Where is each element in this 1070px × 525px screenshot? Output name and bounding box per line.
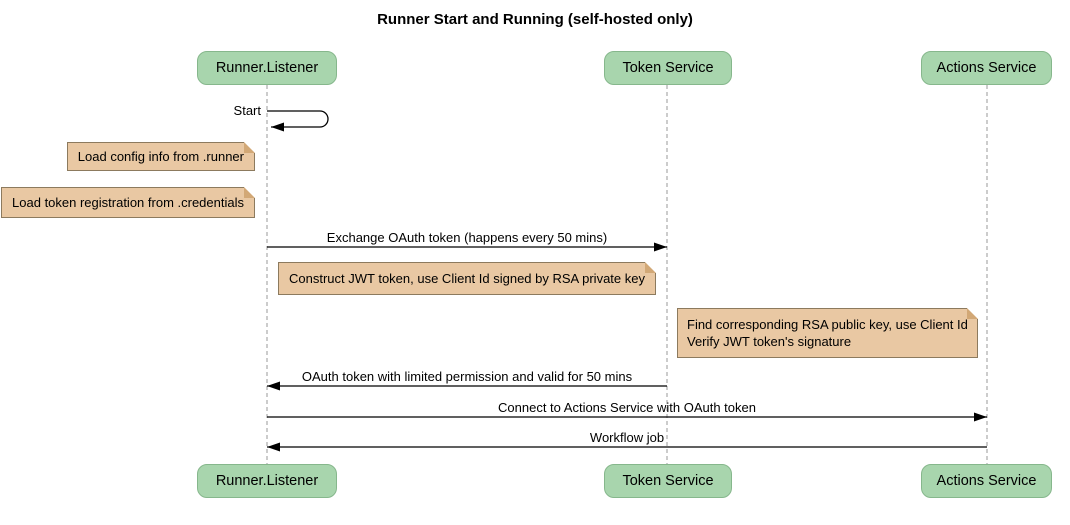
note-text: Load config info from .runner <box>77 149 244 164</box>
note-load-token-registration: Load token registration from .credential… <box>1 187 255 218</box>
message-label-oauth-token-return: OAuth token with limited permission and … <box>301 369 633 384</box>
participant-token-service-bottom: Token Service <box>604 464 732 498</box>
participant-runner-listener-bottom: Runner.Listener <box>197 464 337 498</box>
note-text: Verify JWT token's signature <box>687 334 852 349</box>
message-label-start: Start <box>233 103 261 118</box>
note-text: Load token registration from .credential… <box>12 195 244 210</box>
note-text: Find corresponding RSA public key, use C… <box>687 317 968 332</box>
message-label-exchange-oauth: Exchange OAuth token (happens every 50 m… <box>326 230 608 245</box>
participant-actions-service-top: Actions Service <box>921 51 1052 85</box>
participant-token-service-top: Token Service <box>604 51 732 85</box>
participant-actions-service-bottom: Actions Service <box>921 464 1052 498</box>
note-load-config: Load config info from .runner <box>66 142 256 171</box>
note-construct-jwt: Construct JWT token, use Client Id signe… <box>278 262 656 295</box>
note-text: Construct JWT token, use Client Id signe… <box>289 271 645 286</box>
note-verify-jwt: Find corresponding RSA public key, use C… <box>677 308 978 358</box>
arrow-start-self-message <box>267 110 329 132</box>
diagram-title: Runner Start and Running (self-hosted on… <box>377 11 693 28</box>
participant-runner-listener-top: Runner.Listener <box>197 51 337 85</box>
message-label-connect-actions: Connect to Actions Service with OAuth to… <box>498 400 756 415</box>
message-label-workflow-job: Workflow job <box>589 430 665 445</box>
